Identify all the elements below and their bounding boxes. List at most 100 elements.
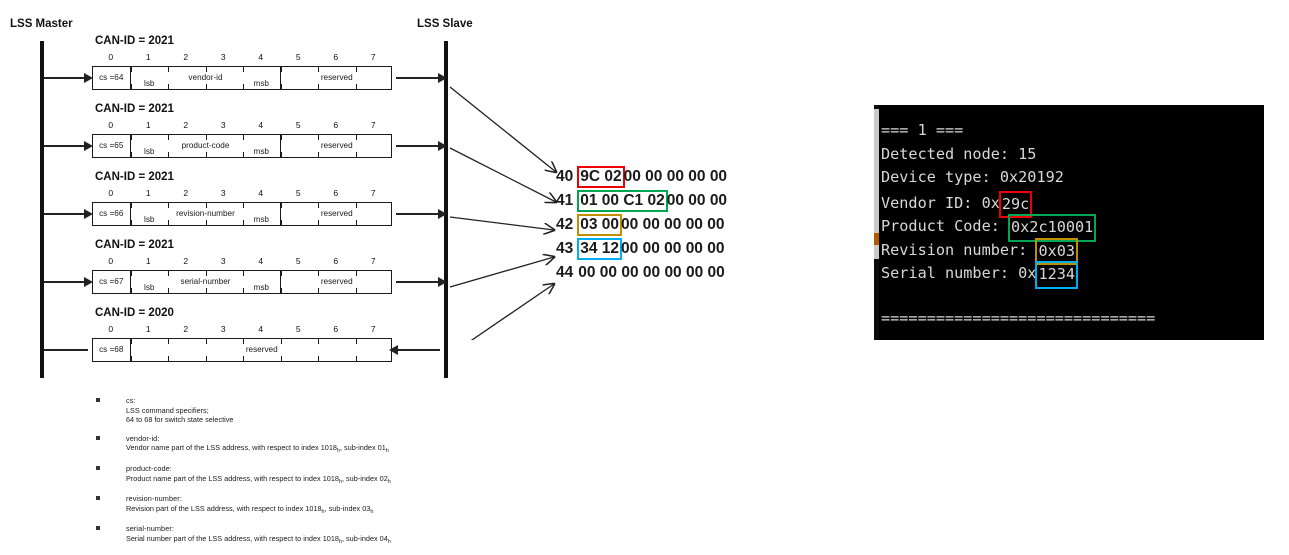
byte-tick (280, 152, 282, 157)
byte-index: 6 (333, 52, 339, 62)
can-id-label: CAN-ID = 2021 (95, 171, 174, 183)
byte-index: 5 (295, 324, 301, 334)
byte-tick (130, 339, 132, 344)
byte-tick (355, 152, 357, 157)
byte-tick (355, 356, 357, 361)
byte-tick (318, 152, 319, 157)
byte-tick (168, 135, 169, 140)
terminal-scrollbar[interactable] (874, 105, 879, 340)
terminal-highlight-green: 0x2c10001 (1008, 214, 1097, 242)
terminal-line: Device type: 0x20192 (881, 166, 1260, 190)
terminal-line: ============================== (881, 307, 1260, 331)
note-body: serial-number:Serial number part of the … (126, 524, 516, 545)
reserved-cell: reserved (281, 203, 394, 225)
byte-index: 7 (370, 120, 376, 130)
frame-arrow-in (44, 213, 84, 215)
byte-index: 1 (145, 256, 151, 266)
bullet-icon (96, 496, 100, 501)
note-body: revision-number:Revision part of the LSS… (126, 494, 516, 515)
byte-index: 5 (295, 188, 301, 198)
scrollbar-thumb[interactable] (874, 109, 879, 259)
hex-highlight-blue: 34 12 (577, 238, 623, 260)
byte-tick (130, 67, 132, 72)
cell-text: cs =66 (99, 209, 124, 218)
byte-tick (355, 67, 357, 72)
byte-index: 7 (370, 324, 376, 334)
note-term: cs: (126, 396, 136, 405)
byte-tick (243, 271, 244, 276)
byte-index: 4 (258, 188, 264, 198)
hex-row-index: 43 (556, 240, 574, 257)
byte-index: 7 (370, 188, 376, 198)
note-line: LSS command specifiers; (126, 405, 209, 415)
cs-cell: cs =66 (93, 203, 131, 225)
terminal-text: Product Code: (881, 217, 1010, 235)
connector-arrows (449, 86, 574, 340)
terminal-highlight-blue: 1234 (1035, 261, 1079, 289)
terminal-line: Product Code: 0x2c10001 (881, 213, 1260, 242)
frame-arrow-out (396, 145, 438, 147)
note-body: product-code:Product name part of the LS… (126, 464, 516, 485)
note-term: serial-number: (126, 524, 175, 534)
byte-index: 2 (183, 120, 189, 130)
frame-arrow-in (44, 281, 84, 283)
frame-arrow-in (398, 349, 440, 351)
byte-tick (243, 67, 244, 72)
lss-slave-label: LSS Slave (417, 18, 473, 30)
hex-highlight-red: 9C 02 (577, 166, 625, 188)
arrowhead-icon (438, 209, 447, 219)
byte-tick (130, 135, 132, 140)
byte-index: 3 (220, 256, 226, 266)
byte-tick (318, 203, 319, 208)
byte-tick (130, 288, 132, 293)
byte-tick (205, 220, 207, 225)
lsb-cell: lsb (131, 67, 169, 89)
legend-notes: cs:LSS command specifiers;64 to 68 for s… (96, 396, 516, 555)
arrowhead-icon (84, 209, 93, 219)
byte-tick (318, 288, 319, 293)
byte-index: 6 (333, 324, 339, 334)
field-cell: product-code (168, 135, 243, 157)
can-id-label: CAN-ID = 2021 (95, 35, 174, 47)
legend-note: cs:LSS command specifiers;64 to 68 for s… (96, 396, 516, 425)
byte-tick (243, 220, 244, 225)
byte-index: 7 (370, 256, 376, 266)
byte-index: 1 (145, 188, 151, 198)
arrowhead-icon (438, 277, 447, 287)
byte-tick (280, 203, 282, 208)
byte-tick (318, 271, 319, 276)
cell-text: serial-number (180, 277, 231, 286)
byte-index: 5 (295, 256, 301, 266)
byte-tick (243, 135, 244, 140)
byte-index: 4 (258, 52, 264, 62)
byte-tick (318, 339, 319, 344)
byte-index: 2 (183, 324, 189, 334)
cell-text: msb (253, 147, 269, 156)
byte-tick (280, 288, 282, 293)
byte-tick (168, 356, 169, 361)
note-body: cs:LSS command specifiers;64 to 68 for s… (126, 396, 516, 425)
byte-index: 2 (183, 256, 189, 266)
byte-tick (318, 67, 319, 72)
cs-cell: cs =68 (93, 339, 131, 361)
byte-tick (205, 339, 207, 344)
byte-index: 6 (333, 120, 339, 130)
field-cell: revision-number (168, 203, 243, 225)
byte-index: 4 (258, 120, 264, 130)
byte-index: 1 (145, 52, 151, 62)
terminal-highlight-red: 29c (998, 190, 1033, 218)
cell-text: cs =65 (99, 141, 124, 150)
byte-tick (355, 135, 357, 140)
reserved-cell: reserved (281, 67, 394, 89)
byte-index: 2 (183, 52, 189, 62)
byte-index: 1 (145, 120, 151, 130)
byte-tick (355, 288, 357, 293)
